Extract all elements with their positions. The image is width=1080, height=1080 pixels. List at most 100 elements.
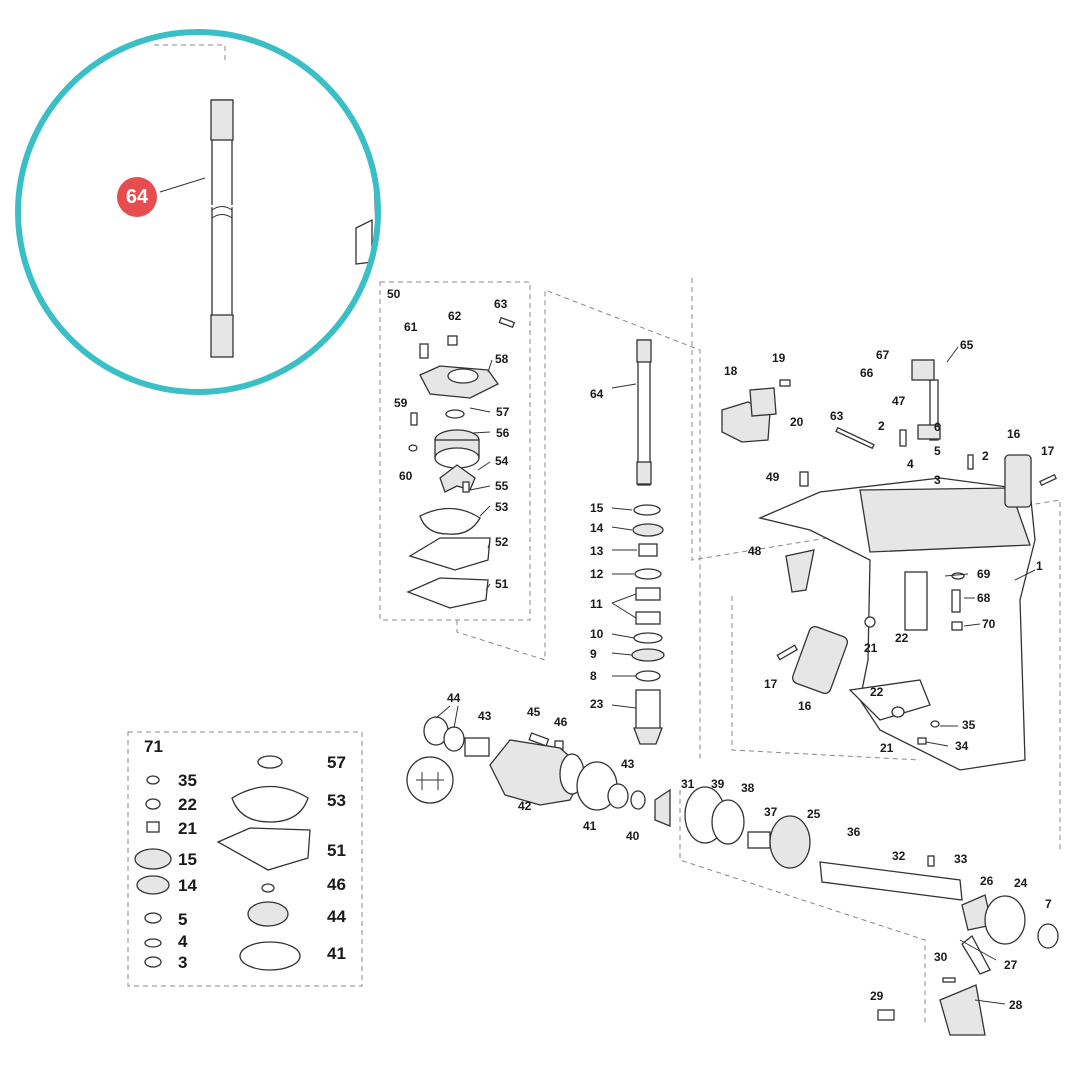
kit-item-label[interactable]: 4 bbox=[178, 932, 188, 951]
callout-label[interactable]: 10 bbox=[590, 627, 604, 641]
callout-label[interactable]: 43 bbox=[478, 709, 492, 723]
kit-item-label[interactable]: 5 bbox=[178, 910, 187, 929]
kit-item-label[interactable]: 41 bbox=[327, 944, 346, 963]
kit-item-label[interactable]: 35 bbox=[178, 771, 197, 790]
callout-label[interactable]: 16 bbox=[798, 699, 812, 713]
callout-label[interactable]: 8 bbox=[590, 669, 597, 683]
callout-label[interactable]: 13 bbox=[590, 544, 604, 558]
callout-label[interactable]: 23 bbox=[590, 697, 604, 711]
callout-label[interactable]: 63 bbox=[830, 409, 844, 423]
callout-label[interactable]: 43 bbox=[621, 757, 635, 771]
callout-label[interactable]: 3 bbox=[934, 473, 941, 487]
callout-label[interactable]: 40 bbox=[626, 829, 640, 843]
callout-label[interactable]: 9 bbox=[590, 647, 597, 661]
callout-label[interactable]: 55 bbox=[495, 479, 509, 493]
callout-label[interactable]: 42 bbox=[518, 799, 532, 813]
callout-label[interactable]: 67 bbox=[876, 348, 890, 362]
kit-item-label[interactable]: 44 bbox=[327, 907, 346, 926]
callout-label[interactable]: 61 bbox=[404, 320, 418, 334]
callout-label[interactable]: 66 bbox=[860, 366, 874, 380]
callout-label[interactable]: 28 bbox=[1009, 998, 1023, 1012]
callout-label[interactable]: 70 bbox=[982, 617, 996, 631]
kit-item-label[interactable]: 51 bbox=[327, 841, 346, 860]
callout-label[interactable]: 21 bbox=[864, 641, 878, 655]
callout-label[interactable]: 27 bbox=[1004, 958, 1018, 972]
kit-labels: 71 35 22 21 15 14 5 4 3 57 53 51 46 44 4… bbox=[144, 737, 346, 972]
callout-label[interactable]: 37 bbox=[764, 805, 778, 819]
callout-label[interactable]: 26 bbox=[980, 874, 994, 888]
callout-label[interactable]: 4 bbox=[907, 457, 914, 471]
callout-label[interactable]: 62 bbox=[448, 309, 462, 323]
callout-label[interactable]: 64 bbox=[590, 387, 604, 401]
callout-label[interactable]: 29 bbox=[870, 989, 884, 1003]
callout-label[interactable]: 46 bbox=[554, 715, 568, 729]
callout-label[interactable]: 38 bbox=[741, 781, 755, 795]
callout-label[interactable]: 1 bbox=[1036, 559, 1043, 573]
callout-label[interactable]: 52 bbox=[495, 535, 509, 549]
callout-label[interactable]: 35 bbox=[962, 718, 976, 732]
callout-label[interactable]: 49 bbox=[766, 470, 780, 484]
kit-item-label[interactable]: 15 bbox=[178, 850, 197, 869]
callout-label[interactable]: 63 bbox=[494, 297, 508, 311]
callout-label[interactable]: 56 bbox=[496, 426, 510, 440]
callout-label[interactable]: 68 bbox=[977, 591, 991, 605]
callout-label[interactable]: 58 bbox=[495, 352, 509, 366]
callout-label[interactable]: 41 bbox=[583, 819, 597, 833]
callout-label[interactable]: 22 bbox=[870, 685, 884, 699]
callout-label[interactable]: 5 bbox=[934, 444, 941, 458]
callout-label[interactable]: 19 bbox=[772, 351, 786, 365]
callout-label[interactable]: 7 bbox=[1045, 897, 1052, 911]
callout-label[interactable]: 59 bbox=[394, 396, 408, 410]
callout-label[interactable]: 17 bbox=[764, 677, 778, 691]
callout-label[interactable]: 6 bbox=[934, 420, 941, 434]
kit-item-label[interactable]: 57 bbox=[327, 753, 346, 772]
zoom-ring bbox=[15, 29, 381, 395]
callout-label[interactable]: 44 bbox=[447, 691, 461, 705]
callout-label[interactable]: 39 bbox=[711, 777, 725, 791]
callout-label[interactable]: 16 bbox=[1007, 427, 1021, 441]
callout-label[interactable]: 51 bbox=[495, 577, 509, 591]
callout-label[interactable]: 25 bbox=[807, 807, 821, 821]
callout-label[interactable]: 30 bbox=[934, 950, 948, 964]
upper-housing bbox=[721, 359, 1057, 771]
callout-label[interactable]: 12 bbox=[590, 567, 604, 581]
callout-label[interactable]: 69 bbox=[977, 567, 991, 581]
callout-label[interactable]: 50 bbox=[387, 287, 401, 301]
kit-title: 71 bbox=[144, 737, 163, 756]
callout-label[interactable]: 54 bbox=[495, 454, 509, 468]
callout-label[interactable]: 57 bbox=[496, 405, 510, 419]
callout-label[interactable]: 11 bbox=[590, 597, 603, 611]
kit-item-label[interactable]: 46 bbox=[327, 875, 346, 894]
part-number-badge-label: 64 bbox=[126, 186, 149, 208]
callout-label[interactable]: 15 bbox=[590, 501, 604, 515]
callout-label[interactable]: 45 bbox=[527, 705, 541, 719]
callout-label[interactable]: 21 bbox=[880, 741, 894, 755]
callout-label[interactable]: 36 bbox=[847, 825, 861, 839]
callout-label[interactable]: 2 bbox=[982, 449, 989, 463]
callout-label[interactable]: 31 bbox=[681, 777, 695, 791]
callout-label[interactable]: 47 bbox=[892, 394, 906, 408]
kit-item-label[interactable]: 3 bbox=[178, 953, 187, 972]
driveshaft-column bbox=[631, 339, 665, 745]
callout-label[interactable]: 17 bbox=[1041, 444, 1055, 458]
callout-label[interactable]: 32 bbox=[892, 849, 906, 863]
callout-label[interactable]: 60 bbox=[399, 469, 413, 483]
callout-label[interactable]: 24 bbox=[1014, 876, 1028, 890]
kit-item-label[interactable]: 21 bbox=[178, 819, 197, 838]
callout-label[interactable]: 53 bbox=[495, 500, 509, 514]
callout-label[interactable]: 18 bbox=[724, 364, 738, 378]
kit-item-label[interactable]: 22 bbox=[178, 795, 197, 814]
callout-label[interactable]: 33 bbox=[954, 852, 968, 866]
callout-label[interactable]: 20 bbox=[790, 415, 804, 429]
callout-label[interactable]: 22 bbox=[895, 631, 909, 645]
callout-label[interactable]: 48 bbox=[748, 544, 762, 558]
kit-item-label[interactable]: 53 bbox=[327, 791, 346, 810]
callout-label[interactable]: 34 bbox=[955, 739, 969, 753]
kit-item-label[interactable]: 14 bbox=[178, 876, 197, 895]
callout-label[interactable]: 2 bbox=[878, 419, 885, 433]
part-number-badge[interactable] bbox=[117, 177, 157, 217]
callout-labels: 50 63 61 62 58 59 57 56 60 54 55 53 52 5… bbox=[387, 287, 1055, 1012]
callout-label[interactable]: 14 bbox=[590, 521, 604, 535]
callout-label[interactable]: 65 bbox=[960, 338, 974, 352]
